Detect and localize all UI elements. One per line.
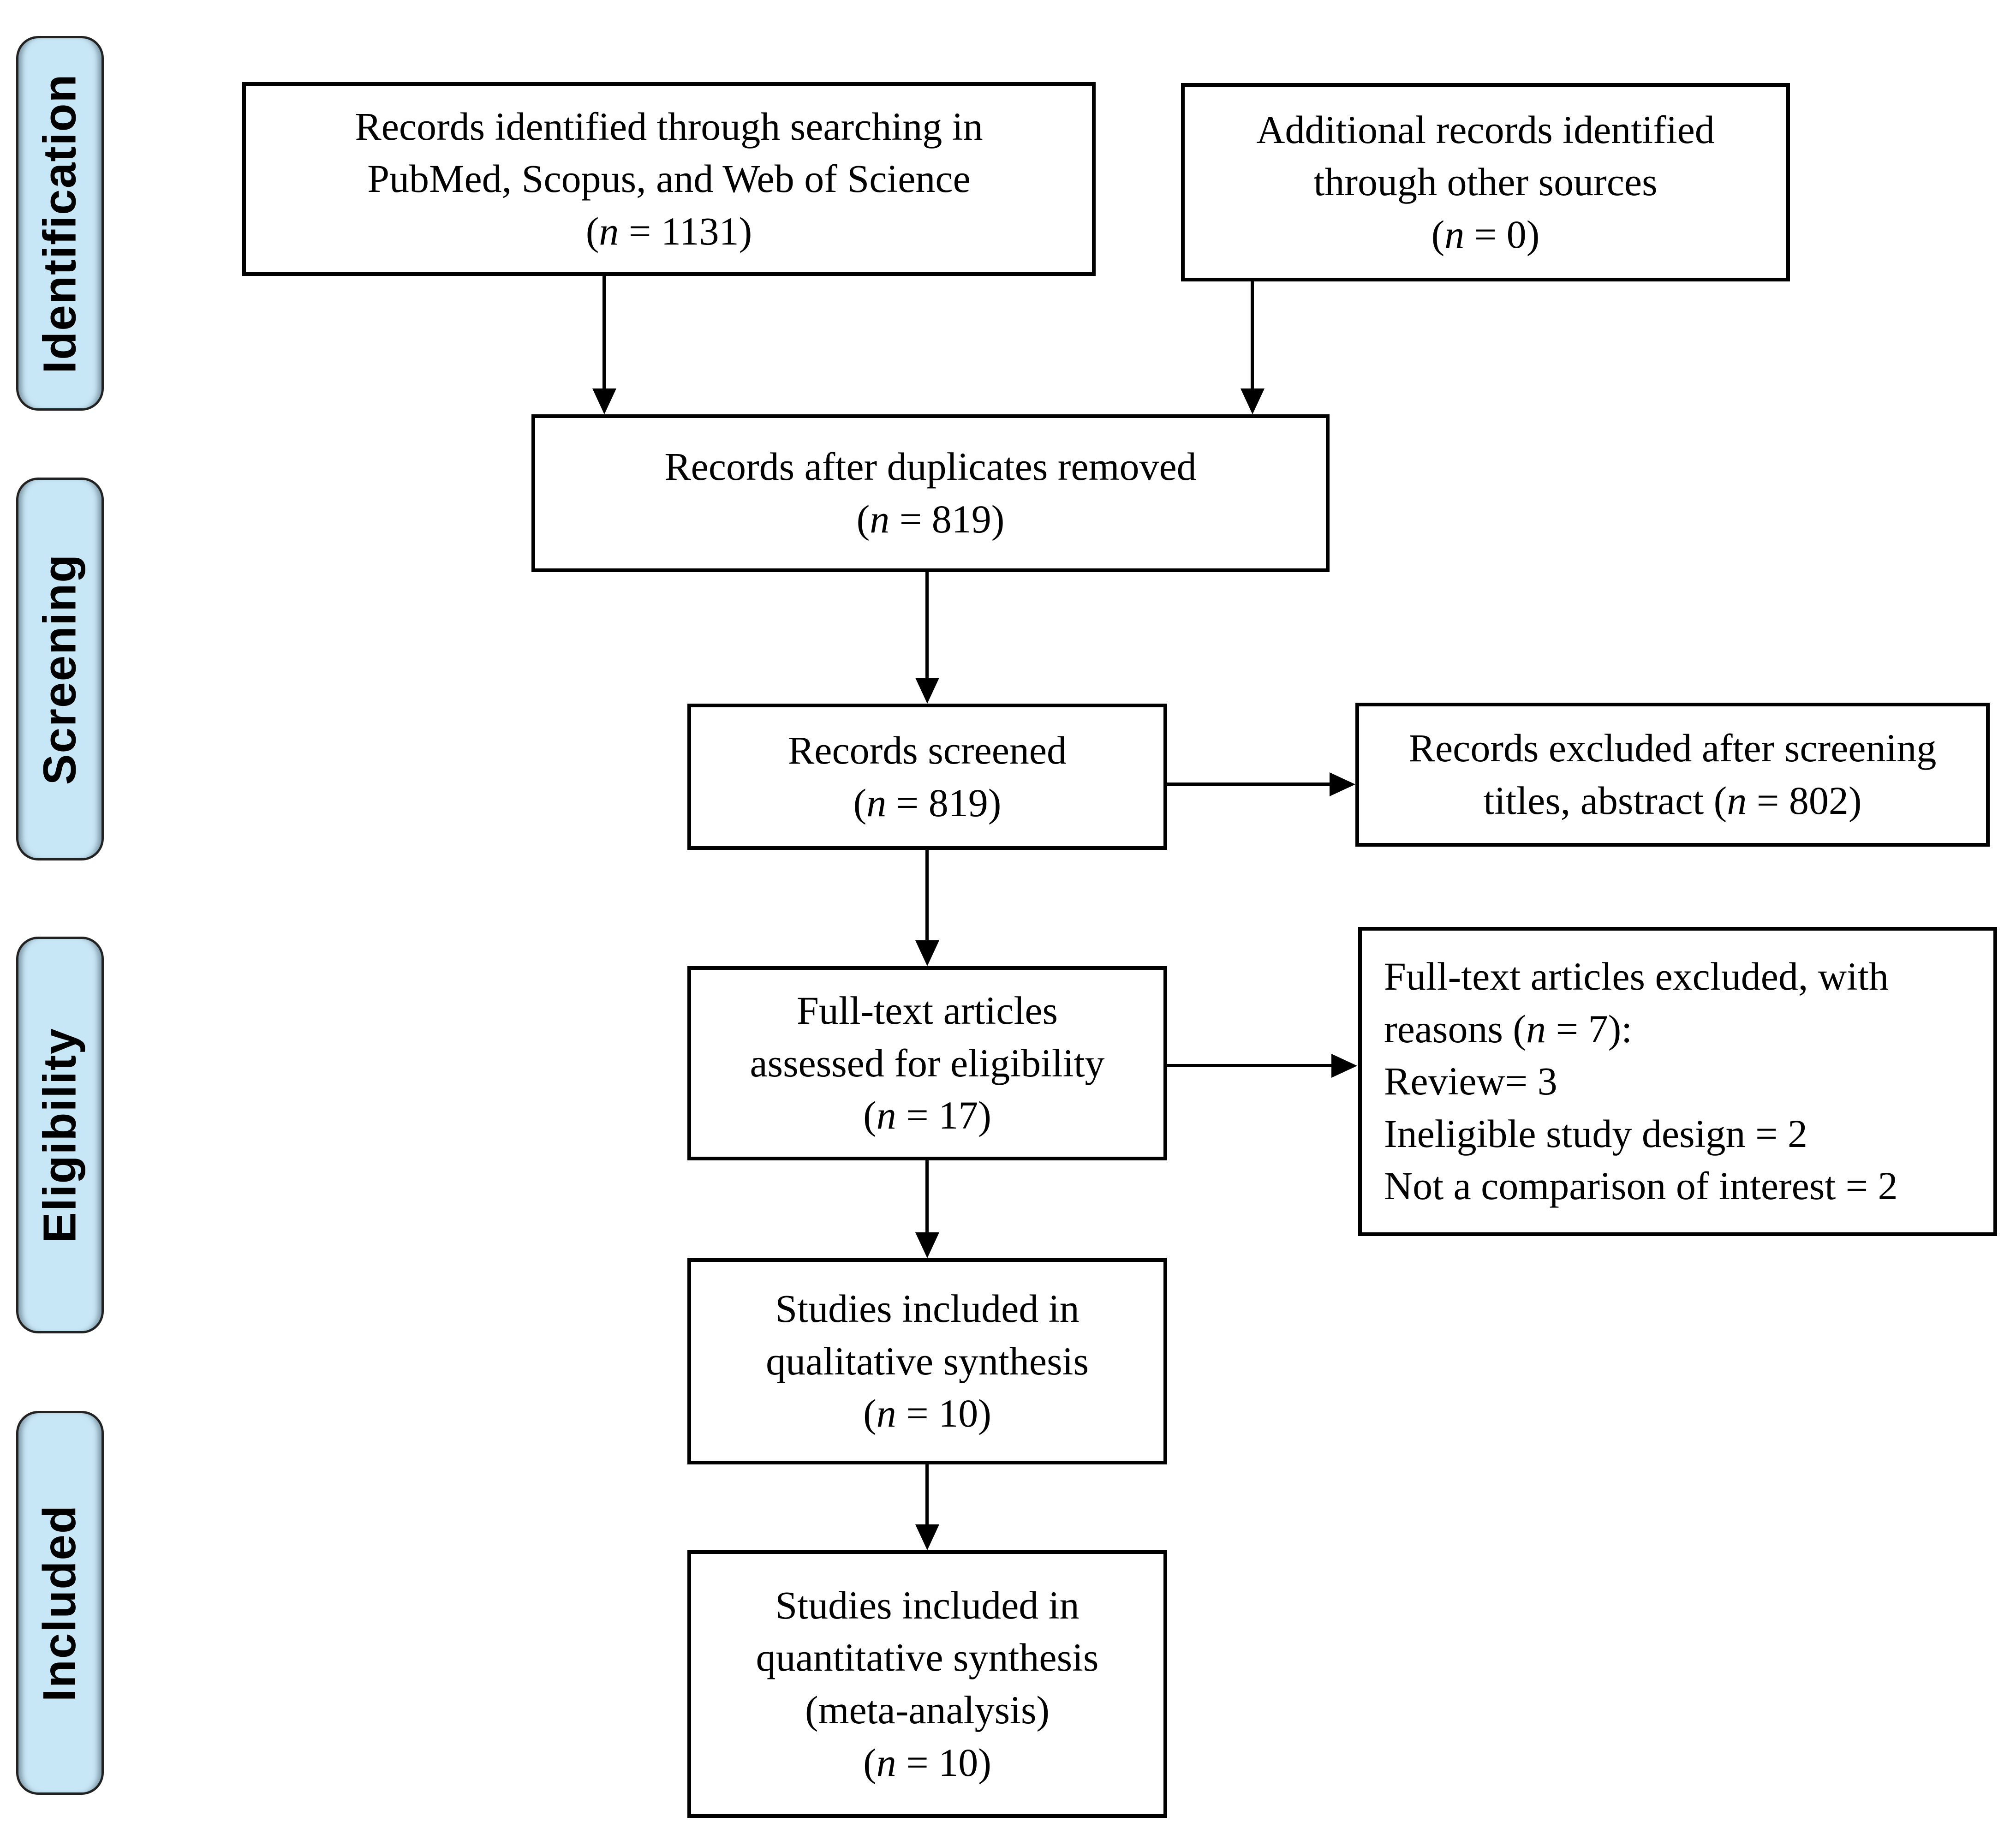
box-line: Records identified through searching in (355, 104, 983, 149)
box-line: qualitative synthesis (766, 1338, 1089, 1383)
box-line: PubMed, Scopus, and Web of Science (367, 156, 971, 201)
arrow-fulltext-to-excluded-line (1167, 1064, 1333, 1067)
box-line: Records after duplicates removed (664, 444, 1197, 489)
stage-screening: Screening (16, 478, 104, 860)
box-line: Additional records identified (1256, 107, 1715, 152)
box-line: titles, abstract (n = 802) (1483, 778, 1862, 823)
box-line: Full-text articles (796, 988, 1058, 1033)
arrow-screened-to-fulltext-head (915, 940, 939, 966)
box-qualitative-synthesis: Studies included in qualitative synthesi… (687, 1258, 1167, 1464)
box-line: (n = 0) (1431, 212, 1540, 257)
arrow-fulltext-to-qualitative-head (915, 1232, 939, 1258)
arrow-qualitative-to-quantitative-line (925, 1464, 929, 1526)
box-line: Review= 3 (1384, 1059, 1557, 1104)
stage-included: Included (16, 1411, 104, 1795)
arrow-identified-to-duplicates-head (592, 388, 616, 414)
arrow-qualitative-to-quantitative-head (915, 1524, 939, 1550)
box-fulltext-excluded: Full-text articles excluded, with reason… (1358, 927, 1997, 1236)
stage-label-identification: Identification (34, 73, 86, 374)
stage-label-eligibility: Eligibility (34, 1027, 86, 1243)
box-line: (n = 10) (863, 1740, 991, 1785)
stage-identification: Identification (16, 36, 104, 411)
box-additional-records: Additional records identified through ot… (1181, 83, 1790, 281)
box-line: Records screened (787, 728, 1067, 772)
stage-eligibility: Eligibility (16, 937, 104, 1333)
stage-label-screening: Screening (34, 553, 86, 785)
box-line: (n = 819) (853, 780, 1002, 825)
box-line: assessed for eligibility (750, 1040, 1105, 1085)
box-records-excluded: Records excluded after screening titles,… (1355, 703, 1990, 847)
box-line: (n = 17) (863, 1093, 991, 1138)
box-duplicates-removed: Records after duplicates removed (n = 81… (531, 414, 1330, 572)
box-fulltext-assessed: Full-text articles assessed for eligibil… (687, 966, 1167, 1160)
box-line: Studies included in (775, 1583, 1080, 1627)
arrow-screened-to-fulltext-line (925, 850, 929, 942)
box-line: through other sources (1313, 160, 1658, 204)
box-line: (n = 10) (863, 1391, 991, 1436)
box-line: Ineligible study design = 2 (1384, 1111, 1807, 1156)
arrow-fulltext-to-qualitative-line (925, 1160, 929, 1234)
box-quantitative-synthesis: Studies included in quantitative synthes… (687, 1550, 1167, 1818)
arrow-duplicates-to-screened-line (925, 572, 929, 679)
box-line: (n = 1131) (585, 209, 752, 253)
box-line: Studies included in (775, 1286, 1080, 1331)
box-line: Full-text articles excluded, with (1384, 954, 1889, 999)
arrow-screened-to-excluded-line (1167, 783, 1331, 786)
arrow-additional-to-duplicates-line (1251, 281, 1254, 390)
arrow-screened-to-excluded-head (1330, 772, 1355, 796)
box-line: reasons (n = 7): (1384, 1006, 1633, 1051)
arrow-additional-to-duplicates-head (1241, 388, 1264, 414)
arrow-duplicates-to-screened-head (915, 678, 939, 704)
box-records-identified: Records identified through searching in … (242, 82, 1096, 276)
arrow-fulltext-to-excluded-head (1331, 1054, 1357, 1078)
stage-label-included: Included (34, 1504, 86, 1702)
box-line: Not a comparison of interest = 2 (1384, 1164, 1898, 1208)
box-line: Records excluded after screening (1408, 726, 1937, 771)
box-records-screened: Records screened (n = 819) (687, 704, 1167, 850)
arrow-identified-to-duplicates-line (602, 276, 606, 390)
box-line: (meta-analysis) (805, 1688, 1050, 1732)
box-line: (n = 819) (856, 497, 1005, 541)
box-line: quantitative synthesis (756, 1635, 1099, 1680)
